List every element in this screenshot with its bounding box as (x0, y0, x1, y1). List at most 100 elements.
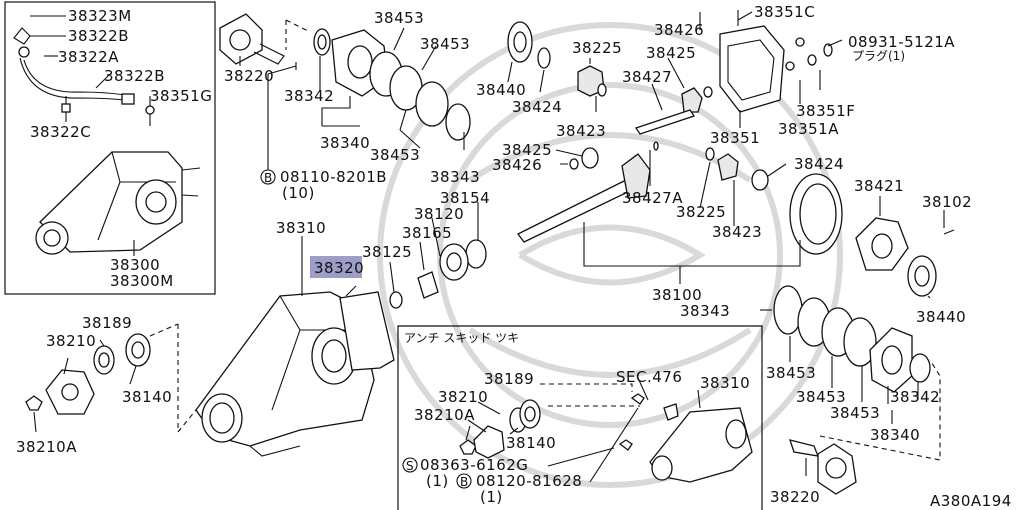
label-38300[interactable]: 38300 (110, 256, 160, 274)
label-38210A-left[interactable]: 38210A (16, 438, 77, 456)
bearing-38440-right (907, 255, 937, 297)
label-38189-inset[interactable]: 38189 (484, 370, 534, 388)
watermark-emblem (377, 22, 843, 488)
label-38426-top[interactable]: 38426 (654, 21, 704, 39)
label-sec476[interactable]: SEC.476 (616, 368, 682, 386)
left-flange-group (25, 333, 151, 415)
breather-hose-group (13, 27, 155, 126)
shims-38453-top (369, 51, 471, 141)
leader-lines (33, 11, 945, 483)
label-38125[interactable]: 38125 (362, 243, 412, 261)
inset-frame-anti-skid (397, 325, 763, 510)
label-38440-right[interactable]: 38440 (916, 308, 966, 326)
label-38322B-mid[interactable]: 38322B (104, 67, 165, 85)
gears-38225-mid (705, 147, 769, 191)
drive-pinion-shaft (517, 141, 659, 243)
label-38322C[interactable]: 38322C (30, 123, 91, 141)
label-38423-top[interactable]: 38423 (556, 122, 606, 140)
inset-title-anti-skid: アンチ スキッド ツキ (404, 331, 519, 345)
right-shim-stack (773, 285, 931, 393)
label-38453-c[interactable]: 38453 (370, 146, 420, 164)
label-38351G[interactable]: 38351G (150, 87, 212, 105)
anti-skid-flange-group (459, 399, 541, 459)
circle-s-letter: S (406, 459, 414, 473)
label-38102[interactable]: 38102 (922, 193, 972, 211)
label-38343-top[interactable]: 38343 (430, 168, 480, 186)
label-38322A[interactable]: 38322A (58, 48, 119, 66)
label-plug-08931-5121A[interactable]: 08931-5121A (848, 33, 955, 51)
label-38189-left[interactable]: 38189 (82, 314, 132, 332)
label-screw-qty: (1) (426, 472, 449, 490)
label-38225-mid[interactable]: 38225 (676, 203, 726, 221)
label-38351F[interactable]: 38351F (796, 102, 855, 120)
label-38426-mid[interactable]: 38426 (492, 156, 542, 174)
label-bolt-inset-qty: (1) (480, 488, 503, 506)
label-38453-r3[interactable]: 38453 (830, 404, 880, 422)
label-38342-right[interactable]: 38342 (890, 388, 940, 406)
label-bolt-08110-8201B[interactable]: 08110-8201B (280, 168, 387, 186)
label-38320-highlighted[interactable]: 38320 (314, 259, 364, 277)
label-bolt-08120-81628[interactable]: 08120-81628 (476, 472, 582, 490)
label-38220-right[interactable]: 38220 (770, 488, 820, 506)
label-38323M[interactable]: 38323M (68, 7, 132, 25)
label-38453-r2[interactable]: 38453 (796, 388, 846, 406)
circle-b-top (260, 169, 276, 185)
label-38140-left[interactable]: 38140 (122, 388, 172, 406)
pinion-bearing-stack (389, 239, 487, 309)
label-38210-left[interactable]: 38210 (46, 332, 96, 350)
label-plug-name: プラグ(1) (852, 49, 905, 63)
label-38120-top[interactable]: 38120 (414, 205, 464, 223)
label-38351[interactable]: 38351 (710, 129, 760, 147)
label-38427[interactable]: 38427 (622, 68, 672, 86)
label-38220-top[interactable]: 38220 (224, 67, 274, 85)
ring-gear-38421 (789, 173, 955, 271)
bearing-38440-top (507, 21, 551, 69)
label-screw-08363-6162G[interactable]: 08363-6162G (420, 456, 528, 474)
label-38154[interactable]: 38154 (440, 189, 490, 207)
label-38351C[interactable]: 38351C (754, 3, 815, 21)
label-38453-a[interactable]: 38453 (374, 9, 424, 27)
label-38421[interactable]: 38421 (854, 177, 904, 195)
label-38424-mid[interactable]: 38424 (794, 155, 844, 173)
label-38425-top[interactable]: 38425 (646, 44, 696, 62)
circle-b-top-letter: B (264, 171, 272, 185)
circle-b-inset (456, 473, 472, 489)
seal-38342-top (313, 28, 331, 56)
label-38342-top[interactable]: 38342 (284, 87, 334, 105)
label-38210-inset[interactable]: 38210 (438, 388, 488, 406)
label-38225-top[interactable]: 38225 (572, 39, 622, 57)
label-38165[interactable]: 38165 (402, 224, 452, 242)
label-38300M[interactable]: 38300M (110, 272, 174, 290)
label-38100[interactable]: 38100 (652, 286, 702, 304)
inset-frame-rear-assembly (4, 1, 216, 295)
companion-flange-top (219, 13, 285, 65)
anti-skid-carrier-housing (618, 393, 753, 483)
label-38210A-inset[interactable]: 38210A (414, 406, 475, 424)
diagram-code: A380A194 (930, 492, 1012, 510)
label-38140-inset[interactable]: 38140 (506, 434, 556, 452)
label-38310-main[interactable]: 38310 (276, 219, 326, 237)
label-38453-r1[interactable]: 38453 (766, 364, 816, 382)
gasket-38320 (339, 291, 395, 371)
label-38427A[interactable]: 38427A (622, 189, 683, 207)
label-38340-top[interactable]: 38340 (320, 134, 370, 152)
companion-flange-right (789, 439, 857, 495)
label-bolt-top-qty: (10) (282, 184, 315, 202)
rear-cover-38351 (719, 10, 833, 113)
inset-leaders (30, 15, 151, 256)
differential-carrier-assembly-small (35, 151, 201, 255)
circle-s (402, 457, 418, 473)
label-38453-b[interactable]: 38453 (420, 35, 470, 53)
label-38343-right[interactable]: 38343 (680, 302, 730, 320)
label-38423-mid[interactable]: 38423 (712, 223, 762, 241)
highlight-38320 (310, 256, 362, 278)
label-38425-mid[interactable]: 38425 (502, 141, 552, 159)
part-labels: 38323M 38322B 38322A 38322B 38351G 38322… (16, 3, 1012, 510)
label-38322B-top[interactable]: 38322B (68, 27, 129, 45)
label-38340-right[interactable]: 38340 (870, 426, 920, 444)
carrier-housing-main (195, 291, 375, 457)
label-38351A[interactable]: 38351A (778, 120, 839, 138)
label-38424-top[interactable]: 38424 (512, 98, 562, 116)
label-38310-inset[interactable]: 38310 (700, 374, 750, 392)
label-38440-top[interactable]: 38440 (476, 81, 526, 99)
